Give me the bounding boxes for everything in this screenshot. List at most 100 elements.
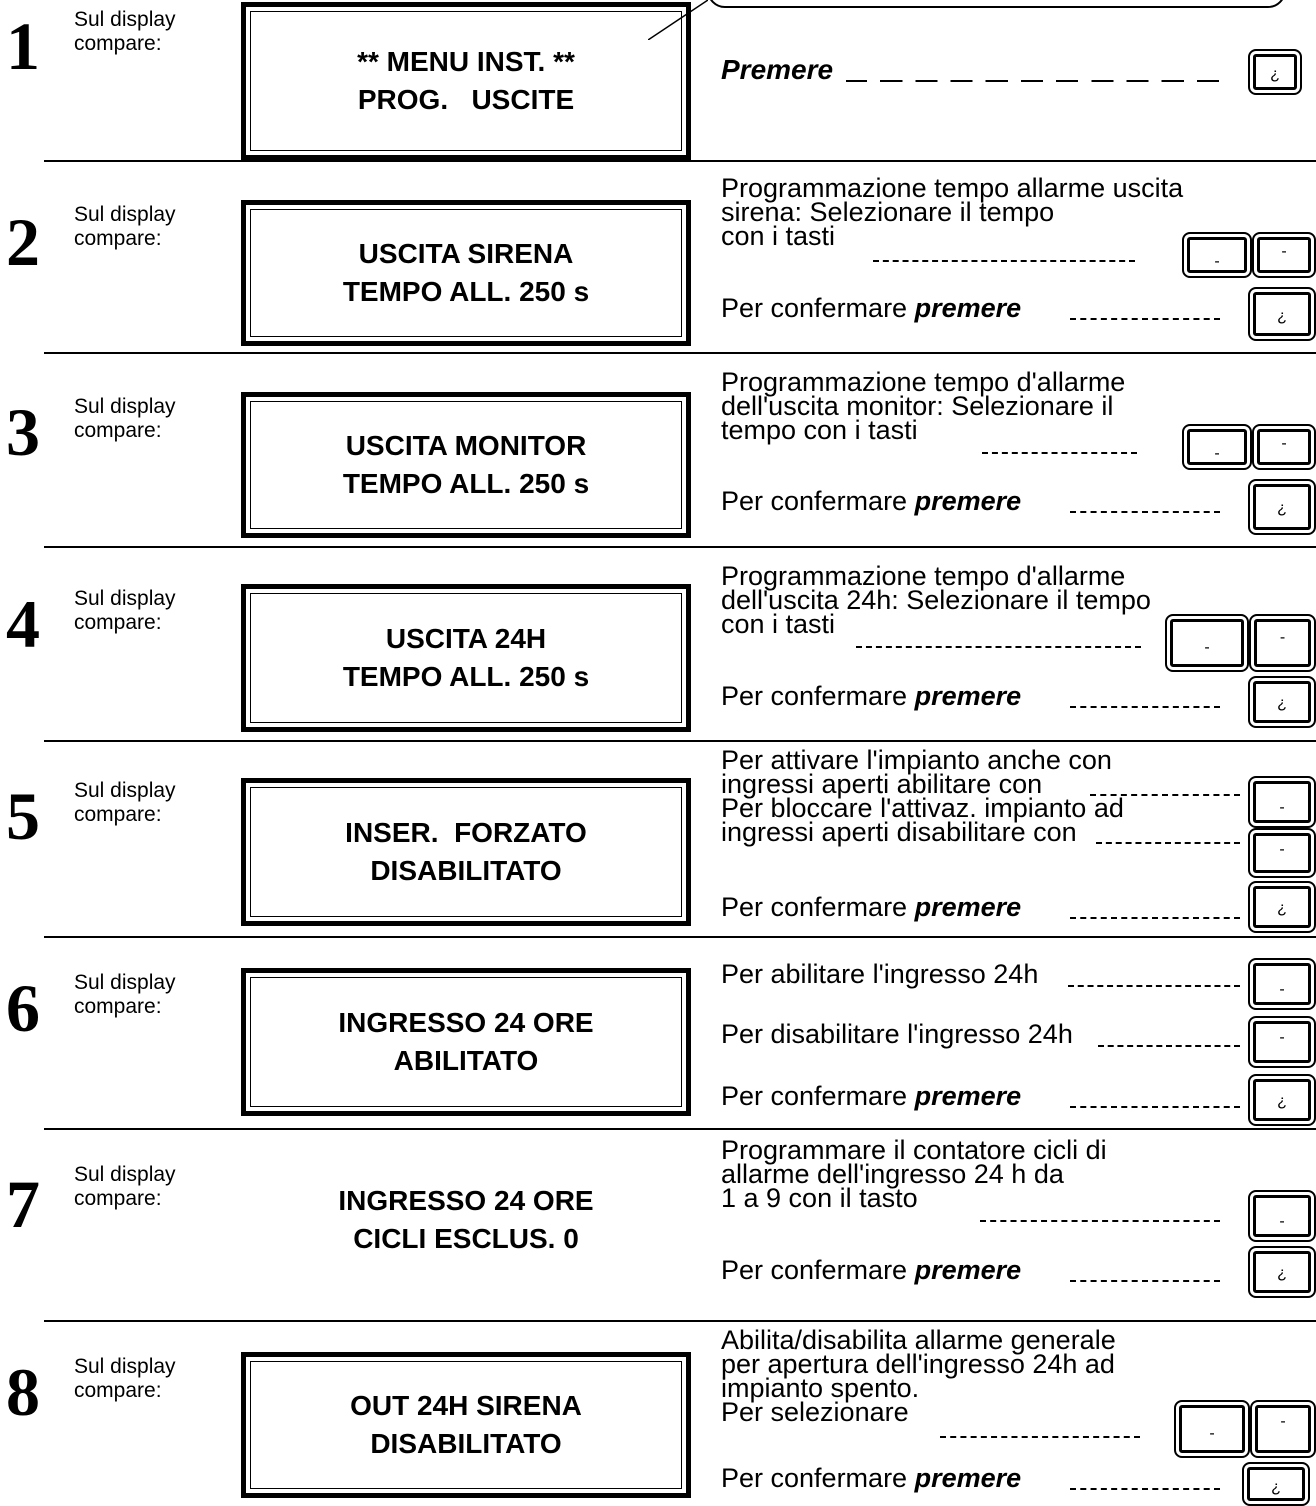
step-number: 3 [6, 394, 40, 470]
confirm-text: Per confermare premere [721, 1081, 1022, 1111]
up-key-icon: - [1281, 435, 1287, 452]
enter-key-button[interactable]: ¿ [1248, 881, 1316, 933]
top-callout-frame [707, 0, 1286, 8]
step-number: 6 [6, 970, 40, 1046]
dashed-leader [940, 1436, 1140, 1438]
confirm-text: Per confermare premere [721, 892, 1022, 922]
up-key-icon: - [1279, 1029, 1285, 1046]
confirm-text: Per confermare premere [721, 1463, 1022, 1493]
section-divider [44, 1320, 1316, 1322]
dashed-leader [1068, 985, 1240, 987]
step-number: 5 [6, 778, 40, 854]
section-divider [44, 160, 1316, 162]
down-key-button[interactable]: - [1248, 1190, 1316, 1242]
lcd-display: INGRESSO 24 ORE CICLI ESCLUS. 0 [338, 1185, 594, 1254]
down-key-icon: - [1204, 639, 1210, 656]
confirm-text: Per confermare premere [721, 293, 1022, 323]
up-key-button[interactable]: - [1249, 614, 1316, 672]
dashed-leader [1070, 1106, 1240, 1108]
down-key-icon: - [1214, 445, 1220, 462]
enter-key-button[interactable]: ¿ [1248, 1246, 1316, 1298]
confirm-text: Per confermare premere [721, 486, 1022, 516]
step-number: 8 [6, 1354, 40, 1430]
section-divider [44, 546, 1316, 548]
step-number: 7 [6, 1166, 40, 1242]
section-divider [44, 352, 1316, 354]
enter-key-icon: ¿ [1277, 900, 1287, 917]
callout-pointer-line [648, 0, 708, 40]
instruction-text: Per disabilitare l'ingresso 24h [721, 1019, 1073, 1049]
down-key-button[interactable]: - [1182, 232, 1252, 278]
dashed-leader [873, 260, 1135, 262]
lcd-display: INSER. FORZATO DISABILITATO [241, 778, 691, 926]
down-key-button[interactable]: - [1182, 424, 1252, 470]
up-key-icon: - [1280, 1413, 1286, 1430]
lcd-display: USCITA 24H TEMPO ALL. 250 s [241, 584, 691, 732]
down-key-icon: - [1279, 799, 1285, 816]
confirm-text: Per confermare premere [721, 1255, 1022, 1285]
enter-key-icon: ¿ [1277, 500, 1287, 517]
step-label: Sul display compare: [74, 8, 176, 55]
display-line-1: ** MENU INST. ** [357, 46, 575, 77]
enter-key-button[interactable]: ¿ [1248, 49, 1302, 95]
confirm-text: Per confermare premere [721, 681, 1022, 711]
display-line-2: PROG. USCITE [357, 84, 575, 115]
dashed-leader [1098, 1045, 1240, 1047]
down-key-button[interactable]: - [1174, 1400, 1250, 1458]
enter-key-icon: ¿ [1271, 1479, 1281, 1496]
down-key-icon: - [1209, 1425, 1215, 1442]
enter-key-button[interactable]: ¿ [1248, 287, 1316, 341]
dashed-leader [1070, 1280, 1220, 1282]
enter-key-icon: ¿ [1277, 1093, 1287, 1110]
section-divider [44, 936, 1316, 938]
dashed-leader [1070, 318, 1220, 320]
enter-key-button[interactable]: ¿ [1242, 1462, 1310, 1506]
dashed-leader [1070, 706, 1220, 708]
up-key-button[interactable]: - [1248, 828, 1316, 878]
step-number: 2 [6, 204, 40, 280]
down-key-icon: - [1279, 981, 1285, 998]
up-key-button[interactable]: - [1250, 1400, 1316, 1458]
down-key-button[interactable]: - [1248, 958, 1316, 1010]
up-key-icon: - [1279, 841, 1285, 858]
step-number: 1 [6, 8, 40, 84]
dashed-leader [846, 80, 1221, 82]
down-key-button[interactable]: - [1248, 776, 1316, 828]
up-key-button[interactable]: - [1252, 424, 1316, 470]
up-key-icon: - [1281, 243, 1287, 260]
section-divider [44, 1128, 1316, 1130]
lcd-display: OUT 24H SIRENA DISABILITATO [241, 1352, 691, 1498]
dashed-leader [1096, 842, 1240, 844]
up-key-button[interactable]: - [1252, 232, 1316, 278]
enter-key-button[interactable]: ¿ [1248, 479, 1316, 535]
instruction-text: Per abilitare l'ingresso 24h [721, 959, 1039, 989]
down-key-icon: - [1279, 1213, 1285, 1230]
up-key-button[interactable]: - [1248, 1016, 1316, 1068]
instruction-premere: Premere [721, 54, 834, 85]
lcd-display: USCITA MONITOR TEMPO ALL. 250 s [241, 392, 691, 538]
dashed-leader [1090, 794, 1240, 796]
down-key-button[interactable]: - [1165, 614, 1249, 672]
dashed-leader [856, 646, 1141, 648]
dashed-leader [980, 1220, 1220, 1222]
enter-key-icon: ¿ [1270, 66, 1280, 83]
up-key-icon: - [1279, 629, 1286, 646]
dashed-leader [1070, 1488, 1220, 1490]
lcd-display: ** MENU INST. ** PROG. USCITE [241, 2, 691, 160]
lcd-display: USCITA SIRENA TEMPO ALL. 250 s [241, 200, 691, 346]
enter-key-icon: ¿ [1277, 308, 1287, 325]
enter-key-button[interactable]: ¿ [1248, 676, 1316, 728]
enter-key-icon: ¿ [1277, 1265, 1287, 1282]
enter-key-button[interactable]: ¿ [1248, 1074, 1316, 1126]
